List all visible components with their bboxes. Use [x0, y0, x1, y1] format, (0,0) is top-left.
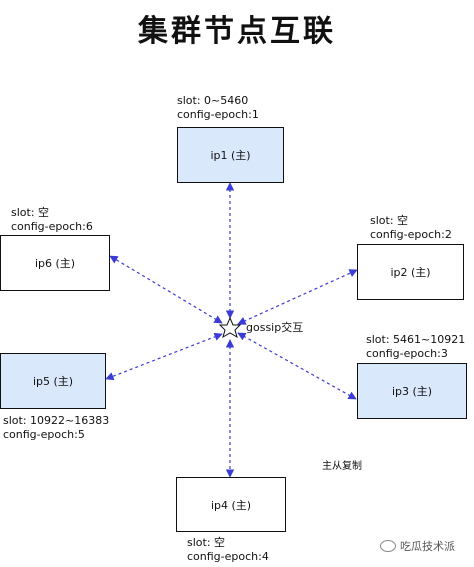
node-ip1: ip1 (主)	[177, 127, 284, 183]
diagram-title: 集群节点互联	[138, 14, 336, 49]
node-ip2-label: ip2 (主)	[390, 266, 431, 279]
replication-label: 主从复制	[322, 461, 362, 472]
ip2-slot-label: slot: 空	[370, 214, 409, 227]
ip6-slot-label: slot: 空	[11, 206, 50, 219]
node-ip6: ip6 (主)	[0, 235, 110, 291]
ip4-slot-label: slot: 空	[187, 536, 226, 549]
ip5-slot-label: slot: 10922~16383	[3, 414, 110, 427]
watermark: 吃瓜技术派	[380, 538, 455, 554]
gossip-label: gossip交互	[246, 321, 304, 334]
link-ip5	[105, 332, 223, 381]
node-ip6-label: ip6 (主)	[34, 257, 76, 270]
node-ip4: ip4 (主)	[176, 477, 286, 532]
node-ip3: ip3 (主)	[357, 363, 467, 419]
ip4-epoch-label: config-epoch:4	[187, 550, 269, 563]
ip6-epoch-label: config-epoch:6	[11, 220, 93, 233]
ip2-epoch-label: config-epoch:2	[370, 228, 452, 241]
node-ip4-label: ip4 (主)	[210, 498, 252, 512]
wechat-icon	[380, 540, 396, 552]
ip3-slot-label: slot: 5461~10921	[366, 333, 466, 346]
ip1-slot-label: slot: 0~5460	[177, 94, 249, 107]
node-ip5-label: ip5 (主)	[32, 375, 74, 388]
link-ip6	[109, 255, 223, 324]
node-ip3-label: ip3 (主)	[391, 385, 433, 398]
ip3-epoch-label: config-epoch:3	[366, 347, 448, 360]
ip5-epoch-label: config-epoch:5	[3, 428, 85, 441]
gossip-star-icon	[218, 316, 242, 339]
link-ip3	[237, 332, 357, 400]
ip1-epoch-label: config-epoch:1	[177, 108, 259, 121]
watermark-text: 吃瓜技术派	[400, 540, 455, 553]
node-ip1-label: ip1 (主)	[210, 149, 251, 162]
node-ip5: ip5 (主)	[0, 353, 106, 409]
link-ip2	[237, 269, 358, 325]
node-ip2: ip2 (主)	[357, 244, 464, 300]
